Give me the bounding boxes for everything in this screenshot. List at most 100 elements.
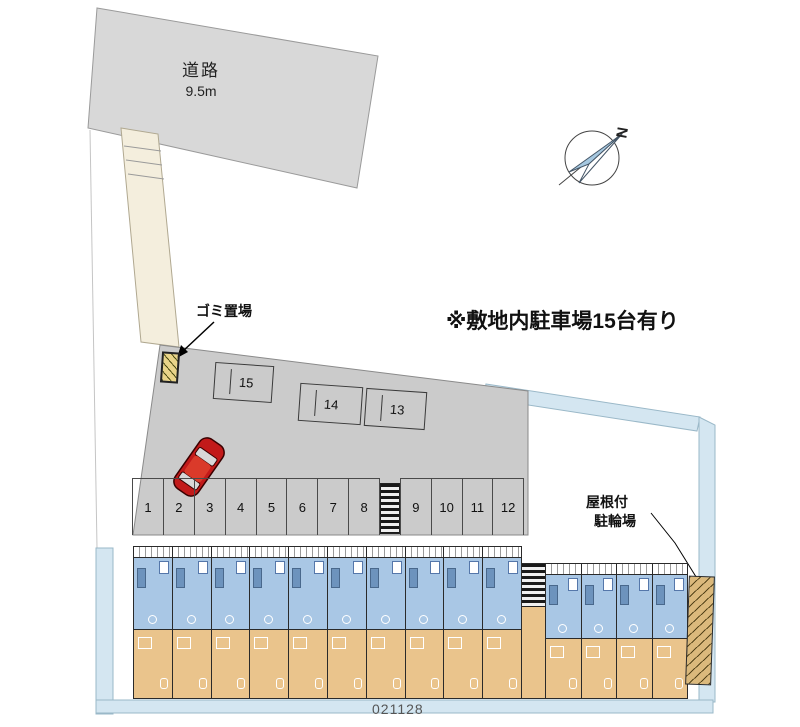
entrance-stairs-icon [380,483,400,534]
unit-entry-area [134,630,172,698]
space-number: 15 [238,374,254,391]
space-divider-tick [229,369,232,394]
space-number: 5 [267,499,276,515]
space-number: 14 [323,396,339,413]
fixture-bed [137,568,146,588]
fixture-bed [486,568,496,588]
fixture-toilet [470,678,479,689]
garbage-label: ゴミ置場 [196,303,252,319]
space-divider-tick [380,395,383,421]
fixture-table [303,615,313,625]
unit-living-area [134,558,172,631]
unit-entry-area [617,639,652,698]
fixture-table [664,624,674,634]
parking-space-7: 7 [317,478,349,535]
fixture-table [341,615,351,625]
garbage-station [159,351,181,384]
building-right-units [545,563,688,699]
unit-living-area [211,558,250,631]
parking-space-9: 9 [400,478,431,535]
balcony [546,564,581,575]
fixture-bed [655,585,665,605]
balcony [366,547,405,558]
plan-number: 021128 [372,701,424,717]
space-number: 13 [389,401,405,418]
parking-space-5: 5 [255,478,287,535]
fixture-table [558,624,568,634]
unit-living-area [483,558,521,631]
balcony [617,564,652,575]
fixture-table [419,615,429,625]
unit-entry-area [211,630,250,698]
parking-space-1: 1 [132,478,163,535]
fixture-table [629,624,639,634]
fixture-toilet [431,678,440,689]
space-number: 12 [500,499,516,515]
fixture-closet [313,561,324,574]
unit-entry-area [444,630,483,698]
unit-living-area [289,558,327,631]
fixture-bath [293,637,308,650]
unit-entry-area [289,630,327,698]
fixture-bed [175,568,185,588]
apartment-unit [288,547,327,698]
car-icon [173,437,225,497]
fixture-bed [447,568,457,588]
parking-space-2: 2 [162,478,194,535]
left-path-strip [95,547,114,715]
unit-entry-area [483,630,521,698]
fixture-bath [176,637,191,650]
balcony [483,547,521,558]
path-step-mark [123,145,162,152]
fixture-bed [292,568,302,588]
bike-label-line2: 駐輪場 [594,512,636,529]
apartment-unit [210,547,250,698]
balcony [289,547,327,558]
fixture-toilet [237,678,246,689]
balcony [250,547,289,558]
balcony [581,564,616,575]
fixture-closet [638,578,649,591]
road-shape [87,7,379,189]
fixture-closet [197,561,208,574]
unit-entry-area [546,639,581,698]
fixture-table [497,615,507,625]
parking-space-8: 8 [348,478,380,535]
unit-entry-area [405,630,444,698]
fixture-bed [330,568,340,588]
fixture-toilet [159,678,168,689]
site-boundary-line [89,129,98,549]
bike-label-line1: 屋根付 [586,494,628,510]
stairwell-icon [521,563,546,699]
fixture-bed [369,568,379,588]
space-number: 10 [439,499,454,515]
apartment-unit [249,547,289,698]
fixture-bath [621,646,635,659]
fixture-closet [674,578,684,591]
fixture-table [593,624,603,634]
unit-entry-area [366,630,405,698]
building-left-units [133,546,522,699]
fixture-closet [469,561,480,574]
parking-space-4: 4 [224,478,256,535]
fixture-bed [584,585,594,605]
space-number: 9 [412,499,420,515]
fixture-bath [656,646,671,659]
apartment-unit [443,547,483,698]
apartment-unit [580,564,616,698]
fixture-closet [158,561,169,574]
fixture-closet [391,561,402,574]
fixture-closet [603,578,613,591]
balcony [211,547,250,558]
balcony [405,547,444,558]
space-number: 3 [206,499,214,515]
unit-entry-area [327,630,366,698]
road-width: 9.5m [185,83,217,99]
road-label: 道路 9.5m [158,56,244,99]
fixture-table [225,615,235,625]
balcony [134,547,172,558]
fixture-closet [430,561,441,574]
